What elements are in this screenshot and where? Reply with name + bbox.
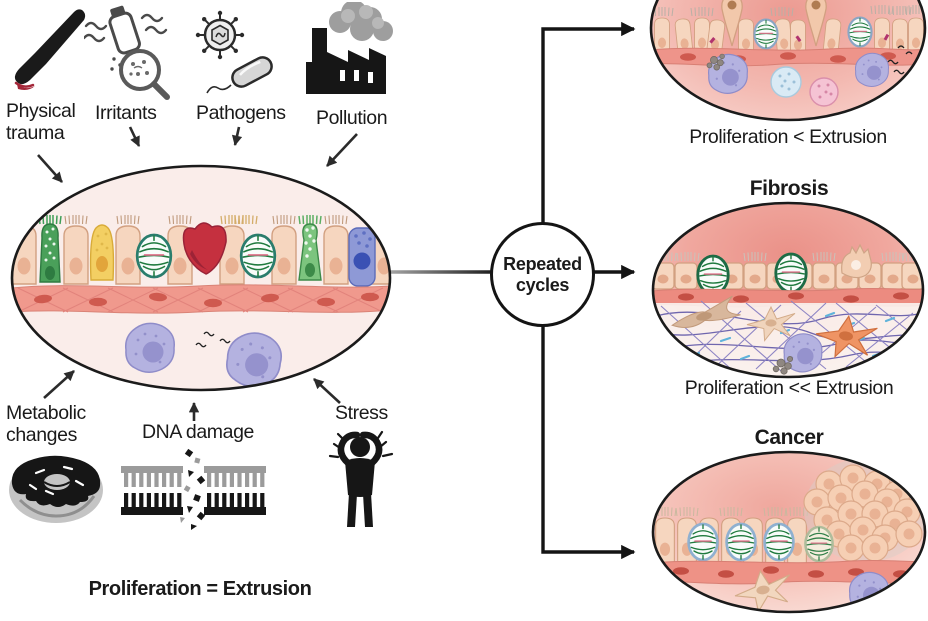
hub-label: Repeated cycles [503, 253, 582, 295]
label-dna-damage: DNA damage [142, 421, 254, 443]
mitotic-cell [847, 16, 873, 48]
stressed-person-icon [328, 430, 394, 527]
healthy-epithelium-panel [10, 164, 392, 392]
factory-smoke-icon [306, 2, 393, 94]
damaged-cell [841, 243, 872, 279]
macrophage [848, 571, 890, 612]
arrow-pathogens [231, 126, 243, 147]
mitotic-cell [804, 525, 834, 563]
cancer-panel [651, 450, 927, 614]
broken-dna-icon [121, 448, 266, 530]
mitotic-cell [774, 252, 808, 294]
macrophage [124, 322, 175, 374]
title-cancer: Cancer [754, 426, 824, 449]
caption-fibrosis: Proliferation << Extrusion [684, 377, 894, 399]
basement-membrane [12, 284, 390, 314]
mitotic-cell [239, 233, 277, 279]
mitotic-cell [135, 233, 173, 279]
label-stress: Stress [335, 402, 388, 424]
arrow-metabolic [43, 370, 75, 399]
fibrosis-panel [651, 201, 925, 379]
green-goblet-cell [298, 214, 322, 281]
arrow-physical-trauma [37, 154, 63, 183]
label-pathogens: Pathogens [196, 102, 286, 124]
basement-membrane [653, 287, 923, 308]
immune-cell-blue [770, 66, 802, 98]
mitotic-cell [687, 522, 719, 562]
caption-inflammation: Proliferation < Extrusion [689, 126, 887, 148]
caption-proliferation-equal: Proliferation = Extrusion [88, 578, 312, 600]
mitotic-cell [696, 254, 730, 296]
fibroblast [746, 306, 796, 342]
donut-icon [9, 455, 103, 523]
immune-cell-pink [809, 77, 839, 107]
scalpel-icon [14, 9, 86, 90]
irritant-bottle-icon [84, 5, 170, 100]
fibroblast-activated [812, 311, 880, 363]
label-irritants: Irritants [95, 102, 157, 124]
arrow-stress [313, 378, 341, 404]
mitotic-cell [763, 522, 795, 562]
arrow-to-inflammation [541, 21, 636, 272]
arrow-irritants [128, 126, 141, 147]
repeated-cycles-hub: Repeated cycles [490, 222, 595, 327]
label-physical-trauma: Physical trauma [6, 100, 76, 144]
dna-fragments [180, 448, 206, 530]
virus-bacterium-icon [195, 10, 273, 94]
green-goblet-cell [38, 214, 62, 283]
fibroblast [731, 566, 795, 612]
blue-cell [348, 227, 376, 287]
label-pollution: Pollution [316, 107, 388, 129]
extruding-cell-red [182, 222, 227, 275]
debris [882, 589, 903, 608]
title-fibrosis: Fibrosis [749, 177, 829, 200]
arrow-pollution [326, 133, 358, 167]
mitotic-cell [753, 18, 779, 50]
label-metabolic-changes: Metabolic changes [6, 402, 86, 446]
fibroblast [671, 295, 741, 328]
inflammation-panel [649, 0, 927, 122]
immune-cell-purple [854, 52, 889, 88]
mitotic-cell [725, 522, 757, 562]
yellow-goblet-cell [89, 224, 115, 281]
arrow-to-cancer [541, 272, 636, 560]
